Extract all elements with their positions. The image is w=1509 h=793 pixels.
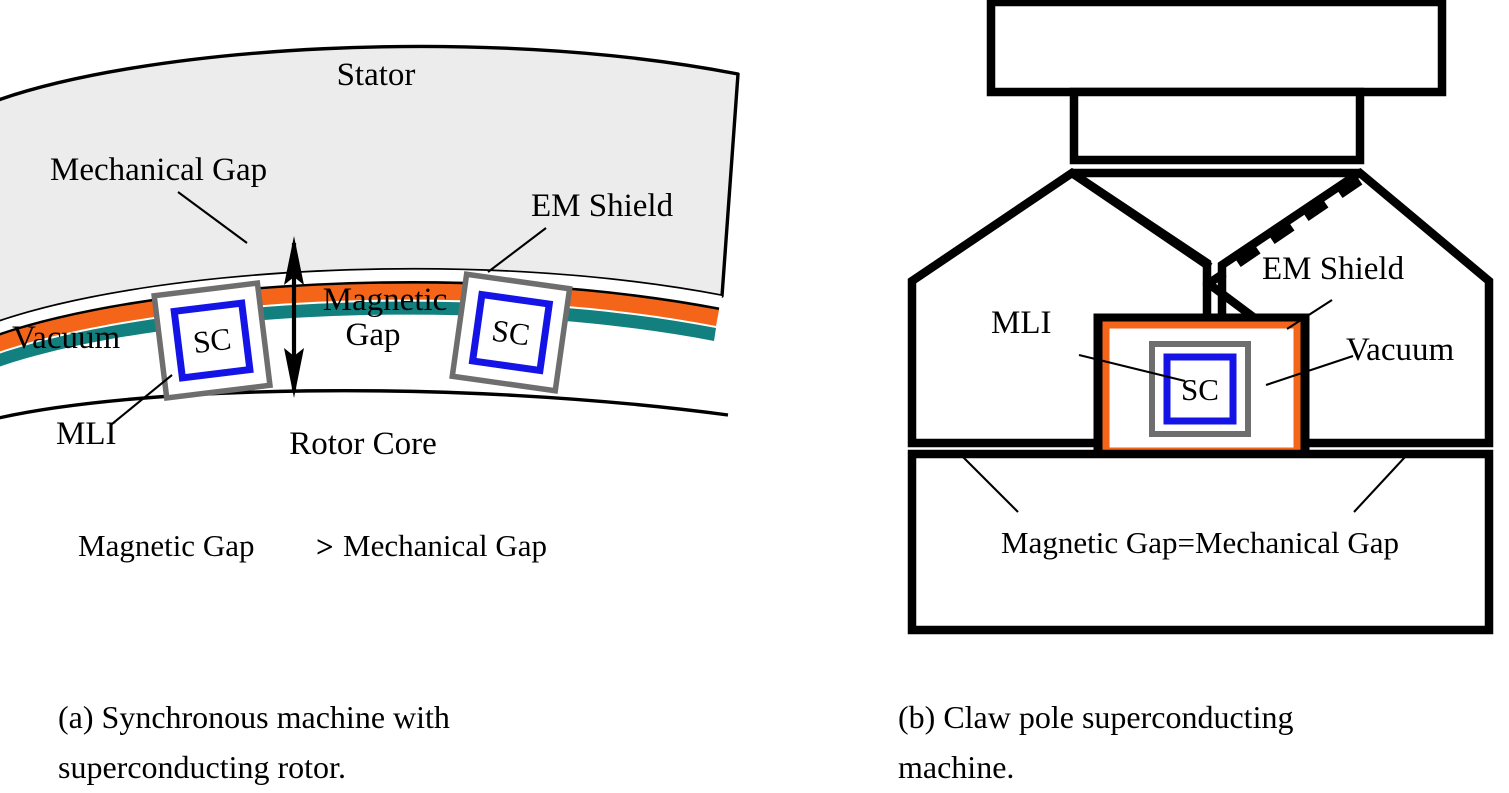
relation-operator: > bbox=[316, 529, 334, 564]
sc-assembly-left: SC bbox=[151, 279, 274, 402]
claw-ridge-dashed bbox=[1202, 177, 1363, 290]
stator-tooth-block bbox=[1069, 87, 1365, 165]
rotor-core-block bbox=[907, 449, 1494, 635]
label-magnetic-gap-line2: Gap bbox=[346, 317, 401, 353]
label-em-shield: EM Shield bbox=[531, 188, 674, 224]
mli-leader bbox=[111, 374, 173, 425]
label-mechanical-gap: Mechanical Gap bbox=[50, 152, 267, 188]
sc-assembly-right: SC bbox=[449, 271, 573, 394]
captions: (a) Synchronous machine with superconduc… bbox=[58, 699, 1293, 785]
panel-a-diagram: SC SC Stator Mechanical Gap EM Shield bbox=[0, 44, 740, 564]
caption-a-line1: (a) Synchronous machine with bbox=[58, 699, 450, 735]
label-em-shield-b: EM Shield bbox=[1262, 251, 1405, 287]
label-mli: MLI bbox=[56, 416, 117, 452]
magnetic-gap-arrow bbox=[284, 236, 304, 398]
label-mli-b: MLI bbox=[991, 305, 1052, 341]
mechanical-gap-lower-edge bbox=[0, 281, 720, 337]
sc-label-left: SC bbox=[191, 321, 233, 360]
magnetic-gap-leader-b-right bbox=[1353, 456, 1406, 513]
em-shield-leader bbox=[487, 227, 547, 273]
vacuum-leader-b bbox=[1265, 355, 1354, 386]
sc-coil-box-right bbox=[468, 290, 554, 375]
magnetic-gap-arrowhead-up bbox=[284, 236, 304, 285]
stator-yoke-block bbox=[986, 0, 1447, 97]
caption-b-line2: machine. bbox=[898, 749, 1014, 785]
panel-a-relation: Magnetic Gap > Mechanical Gap bbox=[78, 528, 547, 564]
panel-b-relation-text: Magnetic Gap=Mechanical Gap bbox=[1001, 525, 1399, 560]
caption-a-line2: superconducting rotor. bbox=[58, 749, 346, 785]
label-rotor-core: Rotor Core bbox=[289, 426, 437, 462]
magnetic-gap-leader-b-left bbox=[962, 456, 1019, 513]
relation-right-term: Mechanical Gap bbox=[343, 528, 547, 563]
sc-label-panel-b: SC bbox=[1181, 372, 1219, 407]
label-vacuum-b: Vacuum bbox=[1346, 332, 1454, 368]
claw-ridge-solid bbox=[1069, 169, 1213, 271]
rotor-core-surface bbox=[0, 388, 729, 420]
sc-coil-frame bbox=[1163, 353, 1237, 425]
magnetic-gap-arrowhead-down bbox=[284, 348, 304, 398]
panel-b-diagram: SC EM Shield MLI Vacuum Magnetic Gap=Mec… bbox=[907, 0, 1494, 635]
mechanical-gap-leader bbox=[177, 191, 248, 244]
label-vacuum: Vacuum bbox=[12, 320, 120, 356]
caption-b-line1: (b) Claw pole superconducting bbox=[898, 699, 1293, 735]
sc-label-right: SC bbox=[490, 313, 532, 353]
label-stator: Stator bbox=[337, 57, 416, 93]
sc-coil-box-left bbox=[170, 299, 254, 382]
mli-leader-b bbox=[1078, 353, 1186, 383]
label-magnetic-gap-line1: Magnetic bbox=[323, 282, 448, 318]
em-shield-leader-b bbox=[1286, 299, 1333, 330]
relation-left-term: Magnetic Gap bbox=[78, 528, 254, 563]
